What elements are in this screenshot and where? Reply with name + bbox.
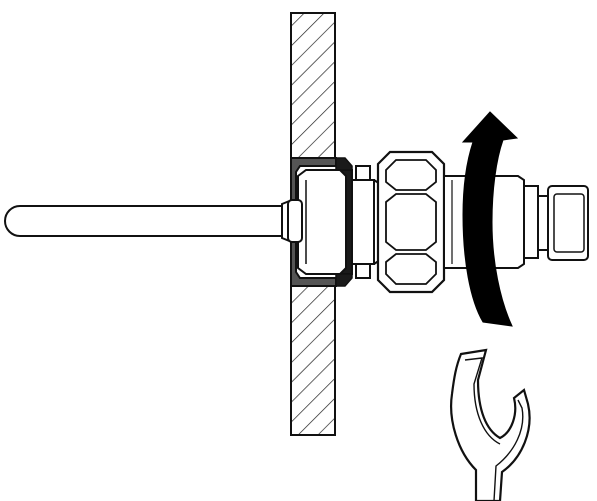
connector-plug	[538, 185, 589, 261]
sensor-probe-rod	[4, 198, 293, 244]
rotation-arrow	[461, 111, 519, 327]
threaded-fitting	[287, 169, 347, 275]
open-end-wrench	[450, 348, 531, 501]
fitting-collar	[351, 165, 381, 279]
hex-nut	[376, 150, 446, 294]
